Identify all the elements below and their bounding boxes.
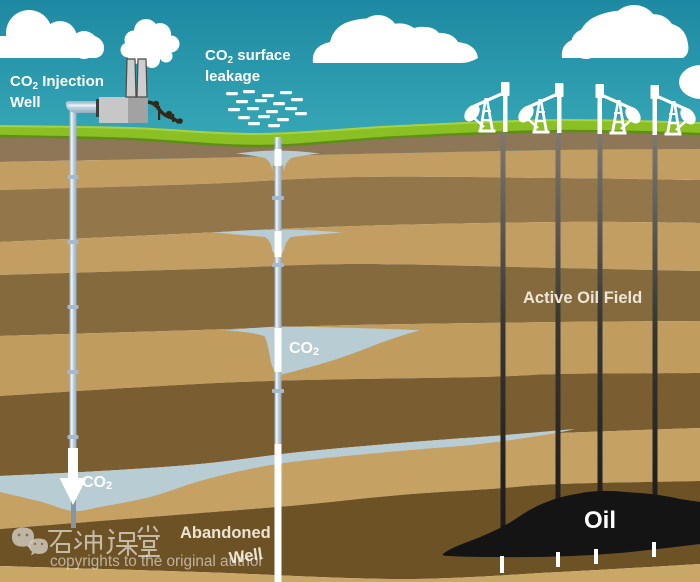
svg-text:CO2 Injection: CO2 Injection — [10, 73, 104, 92]
svg-text:Abandoned: Abandoned — [180, 524, 271, 542]
svg-text:Active Oil Field: Active Oil Field — [523, 289, 642, 307]
svg-text:Well: Well — [228, 545, 264, 568]
svg-text:Oil: Oil — [584, 507, 616, 534]
svg-text:CO2: CO2 — [289, 340, 319, 358]
svg-text:leakage: leakage — [205, 68, 260, 85]
svg-text:Well: Well — [10, 94, 41, 111]
svg-text:CO2: CO2 — [82, 474, 112, 492]
svg-text:copyrights to the original aut: copyrights to the original author — [50, 553, 263, 570]
svg-text:CO2 surface: CO2 surface — [205, 47, 291, 66]
